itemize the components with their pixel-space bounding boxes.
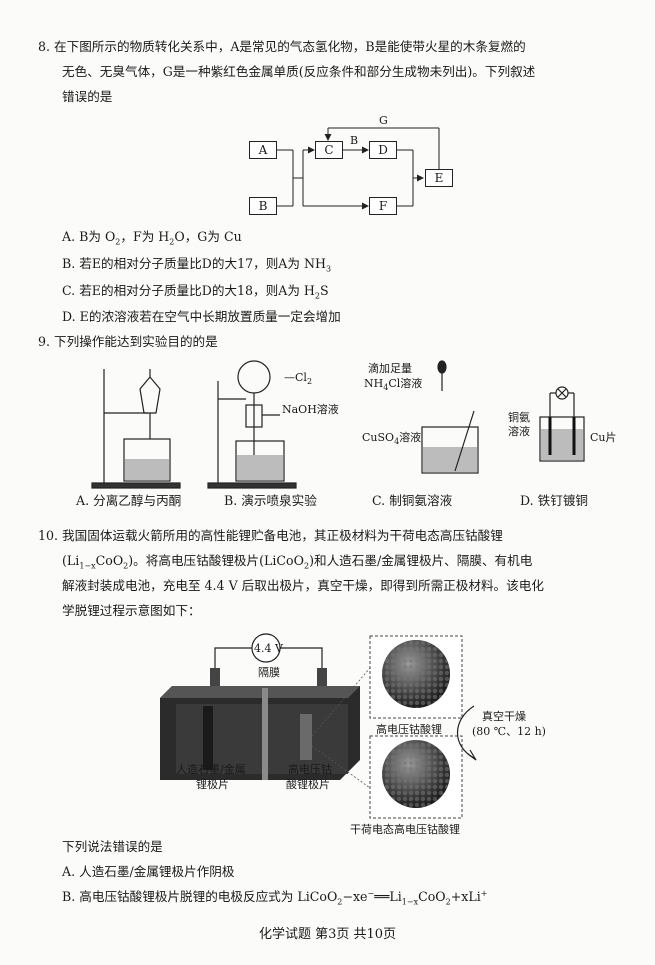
node-c: C xyxy=(315,141,343,159)
q8-option-a: A. B为 O2，F为 H2O，G为 Cu xyxy=(62,229,242,247)
label-tongan-1: 铜氨 xyxy=(508,411,530,424)
q9-caption-a: A. 分离乙醇与丙酮 xyxy=(76,493,182,508)
dry-label-2: (80 ℃、12 h) xyxy=(472,725,546,738)
q10-stem-line-1: 10. 我国固体运载火箭所用的高性能锂贮备电池，其正极材料为干荷电态高压钴酸锂 xyxy=(38,528,503,543)
q9-caption-b: B. 演示喷泉实验 xyxy=(224,493,317,508)
node-a: A xyxy=(249,141,277,159)
ball-bottom-label: 干荷电态高电压钴酸锂 xyxy=(350,823,460,836)
q9-apparatus-figures xyxy=(91,360,585,489)
q8-option-b: B. 若E的相对分子质量比D的大17，则A为 NH3 xyxy=(62,256,332,274)
q8-stem-line-3: 错误的是 xyxy=(62,89,113,104)
label-cl2: —Cl2 xyxy=(284,371,313,387)
q9-caption-d: D. 铁钉镀铜 xyxy=(520,493,589,508)
label-cuso4: CuSO4溶液 xyxy=(362,431,422,447)
q10-stem-line-3: 解液封装成电池，充电至 4.4 V 后取出极片，真空干燥，即得到所需正极材料。该… xyxy=(62,578,544,593)
label-drop: 滴加足量 xyxy=(368,362,412,375)
battery-figure xyxy=(160,633,477,819)
node-e: E xyxy=(425,169,453,187)
page-footer: 化学试题 第3页 共10页 xyxy=(258,927,397,942)
q10-option-b: B. 高电压钴酸锂极片脱锂的电极反应式为 LiCoO2−xe−══Li1−xCo… xyxy=(62,889,488,907)
label-cu: Cu片 xyxy=(590,431,617,444)
q10-stem-line-4: 学脱锂过程示意图如下： xyxy=(62,603,201,618)
membrane-label: 隔膜 xyxy=(258,666,280,679)
left-electrode-label-2: 锂极片 xyxy=(196,778,229,791)
q10-question-stem: 下列说法错误的是 xyxy=(62,839,163,854)
left-electrode-label-1: 人造石墨/金属 xyxy=(176,763,246,776)
edge-label-g: G xyxy=(379,114,388,127)
label-naoh: NaOH溶液 xyxy=(282,403,339,416)
q8-flow-diagram: A B C D F E B G xyxy=(0,0,655,230)
label-nh4cl: NH4Cl溶液 xyxy=(364,377,423,393)
q10-stem-line-2: (Li1−xCoO2)。将高电压钴酸锂极片(LiCoO2)和人造石墨/金属锂极片… xyxy=(62,553,533,571)
node-d: D xyxy=(369,141,397,159)
q8-stem-line-2: 无色、无臭气体，G是一种紫红色金属单质(反应条件和部分生成物未列出)。下列叙述 xyxy=(62,64,536,79)
right-electrode-label-2: 酸锂极片 xyxy=(286,778,330,791)
q8-option-d: D. E的浓溶液若在空气中长期放置质量一定会增加 xyxy=(62,309,341,324)
q9-stem: 9. 下列操作能达到实验目的的是 xyxy=(38,334,218,349)
q8-option-c: C. 若E的相对分子质量比D的大18，则A为 H2S xyxy=(62,283,329,301)
edge-label-b: B xyxy=(350,134,359,147)
voltage-label: 4.4 V xyxy=(254,642,283,655)
node-b: B xyxy=(249,197,277,215)
ball-top-label: 高电压钴酸锂 xyxy=(376,723,442,736)
dry-label-1: 真空干燥 xyxy=(482,710,526,723)
q8-diagram-lines xyxy=(276,127,440,210)
q8-stem-line-1: 8. 在下图所示的物质转化关系中，A是常见的气态氢化物，B是能使带火星的木条复燃… xyxy=(38,39,526,54)
q10-option-a: A. 人造石墨/金属锂极片作阴极 xyxy=(62,864,235,879)
q9-caption-c: C. 制铜氨溶液 xyxy=(372,493,453,508)
right-electrode-label-1: 高电压钴 xyxy=(288,763,332,776)
label-tongan-2: 溶液 xyxy=(508,425,530,438)
node-f: F xyxy=(369,197,397,215)
